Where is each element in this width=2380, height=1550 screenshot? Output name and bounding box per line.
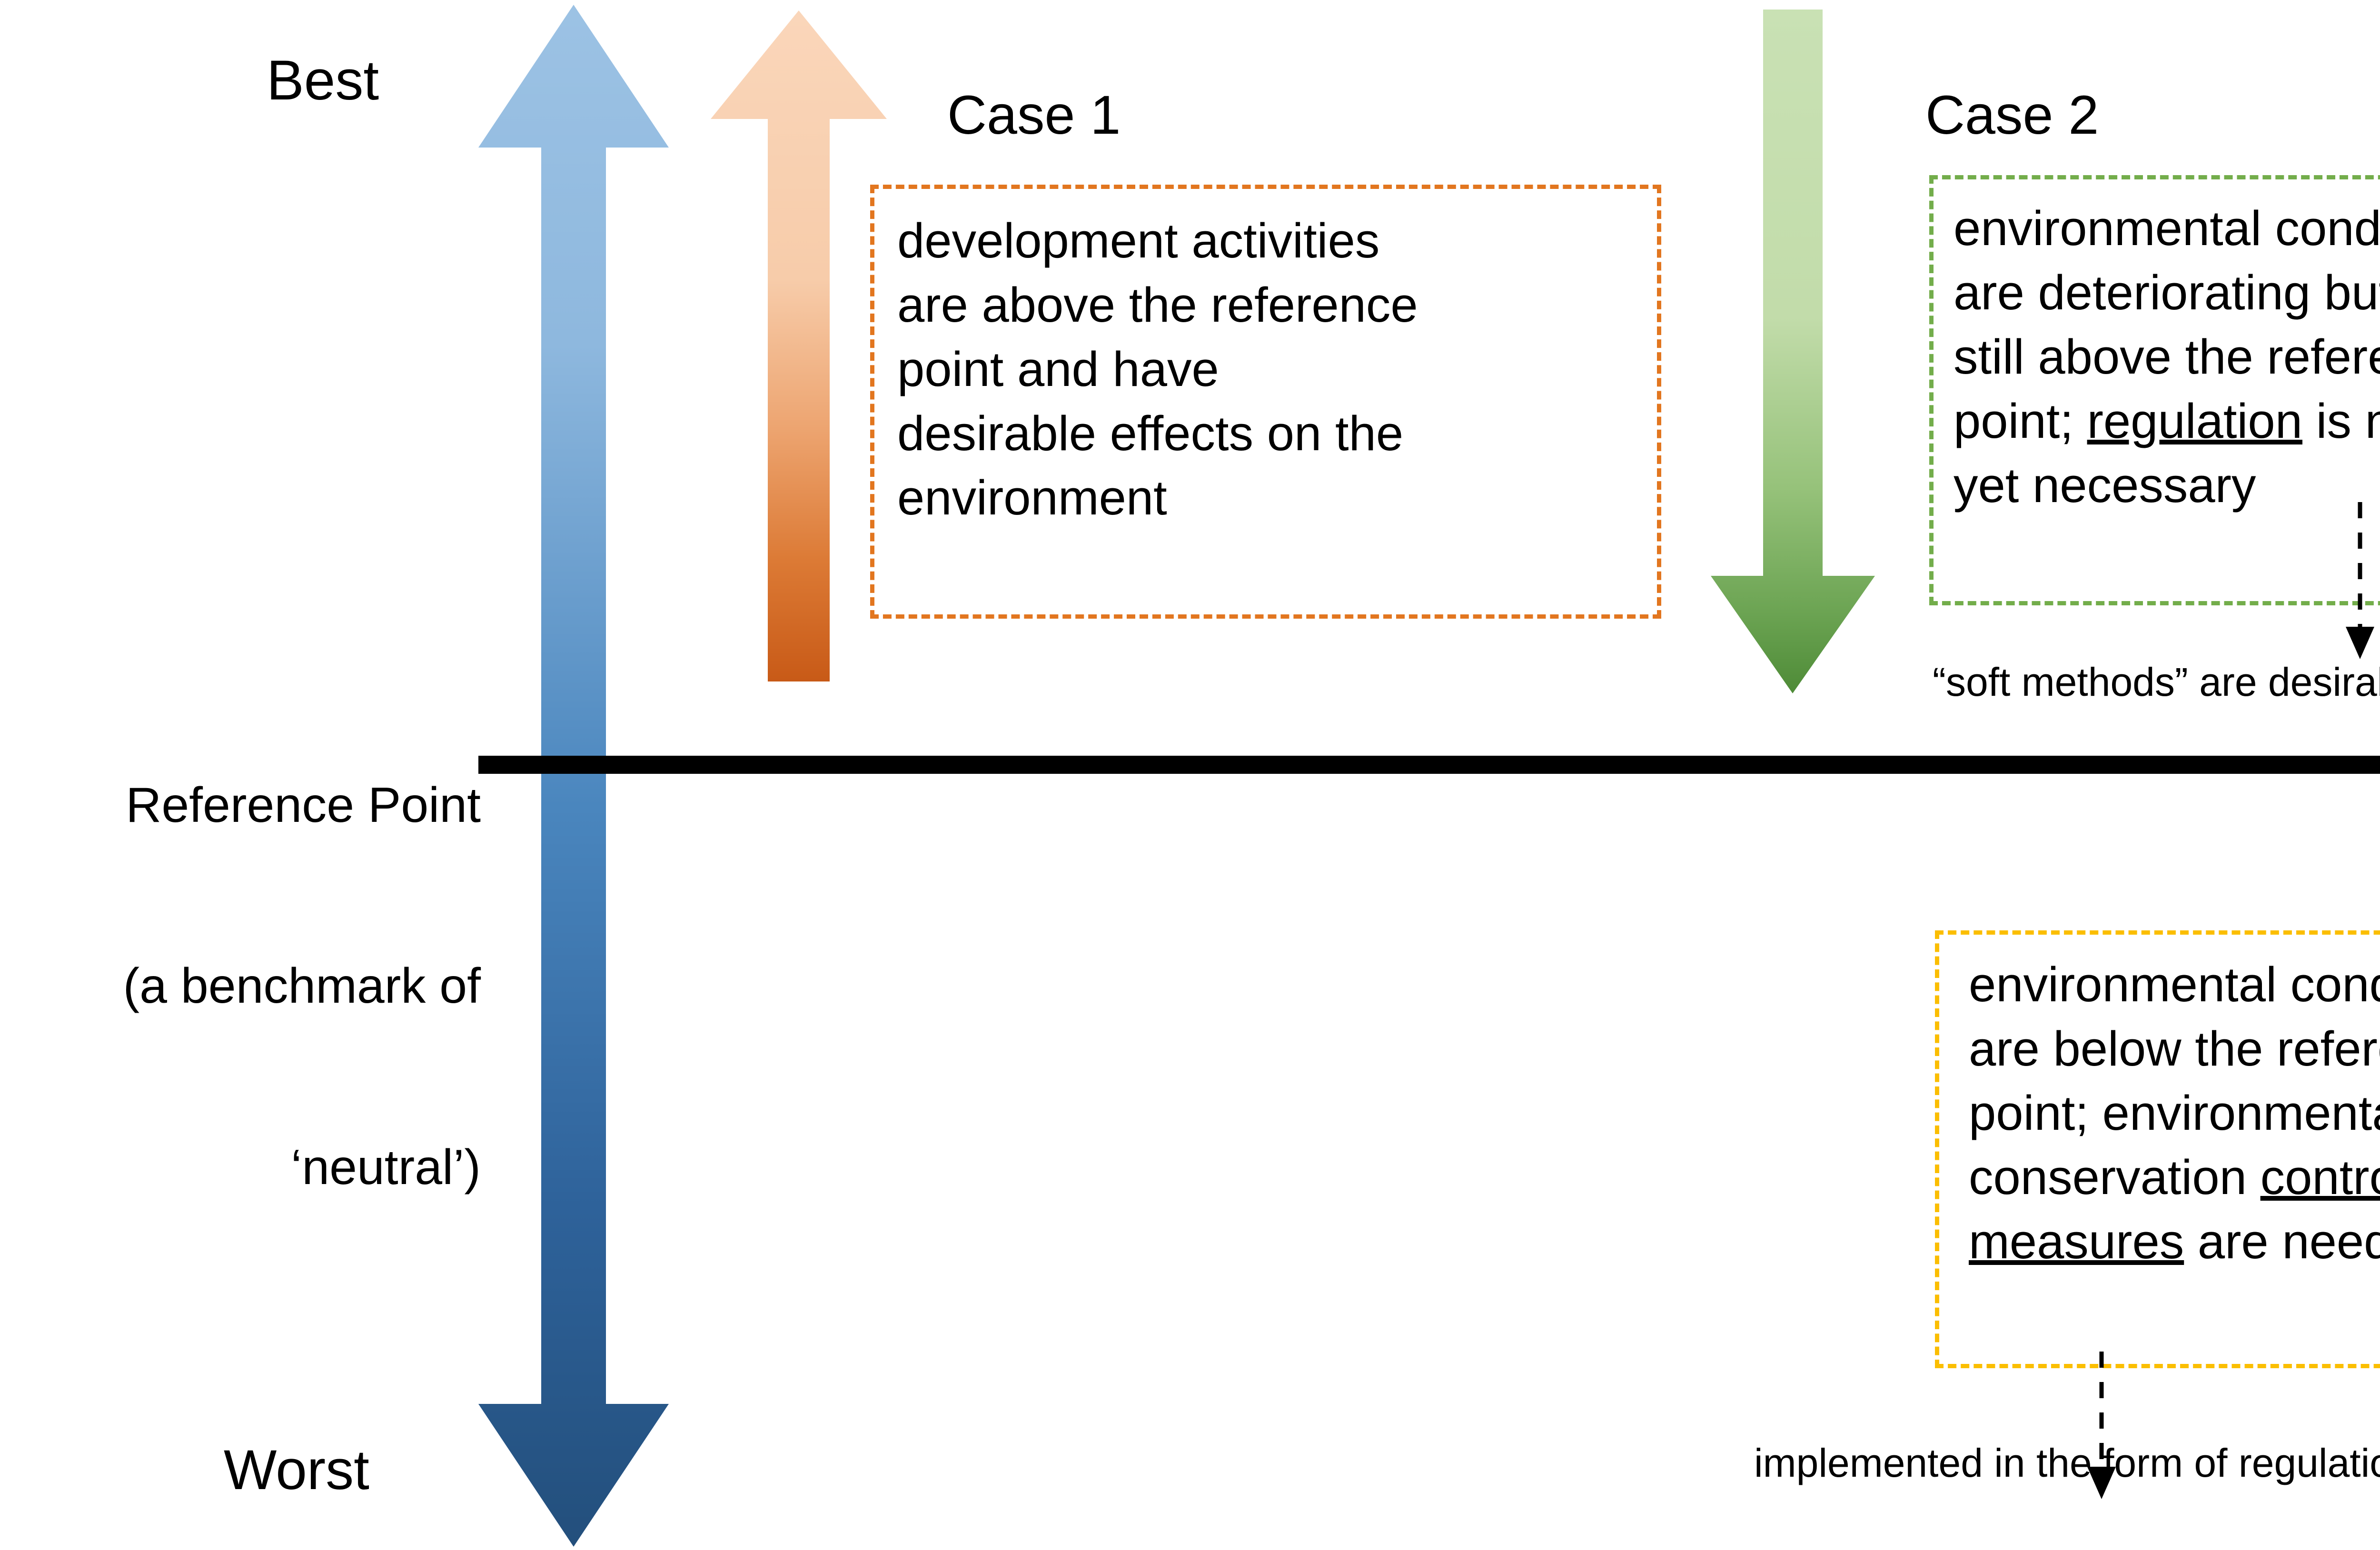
case-2-line-4-after: is not <box>2316 393 2380 448</box>
case2-down-arrow <box>1711 10 1875 693</box>
case-2-box: environmental conditions are deteriorati… <box>1929 175 2380 605</box>
case-1-line-2: are above the reference <box>897 277 1418 332</box>
case-3-line-4-before: conservation <box>1969 1149 2261 1204</box>
case-3-line-5-after: are needed <box>2197 1214 2380 1269</box>
case-2-line-3: still above the reference <box>1954 329 2380 384</box>
case-3-line-1: environmental conditions <box>1969 957 2380 1012</box>
reference-point-label-line-2: (a benchmark of <box>123 958 481 1014</box>
case-1-box: development activities are above the ref… <box>870 185 1661 619</box>
worst-label: Worst <box>224 1439 369 1501</box>
case-1-title: Case 1 <box>947 85 1121 146</box>
case-1-line-4: desirable effects on the <box>897 405 1404 461</box>
case-3-box: environmental conditions are below the r… <box>1935 930 2380 1368</box>
case-3-line-3: point; environmental <box>1969 1085 2380 1140</box>
case-2-connector-arrow <box>2346 502 2374 659</box>
case1-up-arrow <box>711 10 887 681</box>
case-3-keyword-measures: measures <box>1969 1214 2184 1269</box>
case-2-line-4-before: point; <box>1954 393 2087 448</box>
best-label: Best <box>267 49 379 112</box>
reference-point-label-line-1: Reference Point <box>126 777 481 833</box>
case-2-title: Case 2 <box>1925 85 2099 146</box>
case-3-keyword-control: control <box>2260 1149 2380 1204</box>
case-3-connector-arrow <box>2087 1352 2116 1499</box>
case-2-line-4: point; regulation is not <box>1954 389 2380 454</box>
case-3-line-4: conservation control <box>1969 1145 2380 1210</box>
case-3-line-5: measures are needed <box>1969 1210 2380 1274</box>
case-3-annotation: implemented in the form of regulations <box>1754 1441 2380 1485</box>
reference-point-label: Reference Point (a benchmark of ‘neutral… <box>0 654 481 1319</box>
case-2-annotation: “soft methods” are desirable <box>1933 660 2380 704</box>
case-1-line-3: point and have <box>897 341 1219 396</box>
case-2-keyword-regulation: regulation <box>2087 393 2302 448</box>
reference-point-label-line-3: ‘neutral’) <box>291 1140 481 1195</box>
case-2-line-5: yet necessary <box>1954 457 2256 513</box>
case-2-line-1: environmental conditions <box>1954 201 2380 256</box>
case-1-line-5: environment <box>897 470 1167 525</box>
reference-line <box>478 756 2380 774</box>
case-1-line-1: development activities <box>897 213 1380 268</box>
case-3-line-2: are below the reference <box>1969 1021 2380 1076</box>
best-worst-scale-arrow <box>478 5 669 1547</box>
case-2-line-2: are deteriorating but are <box>1954 265 2380 320</box>
